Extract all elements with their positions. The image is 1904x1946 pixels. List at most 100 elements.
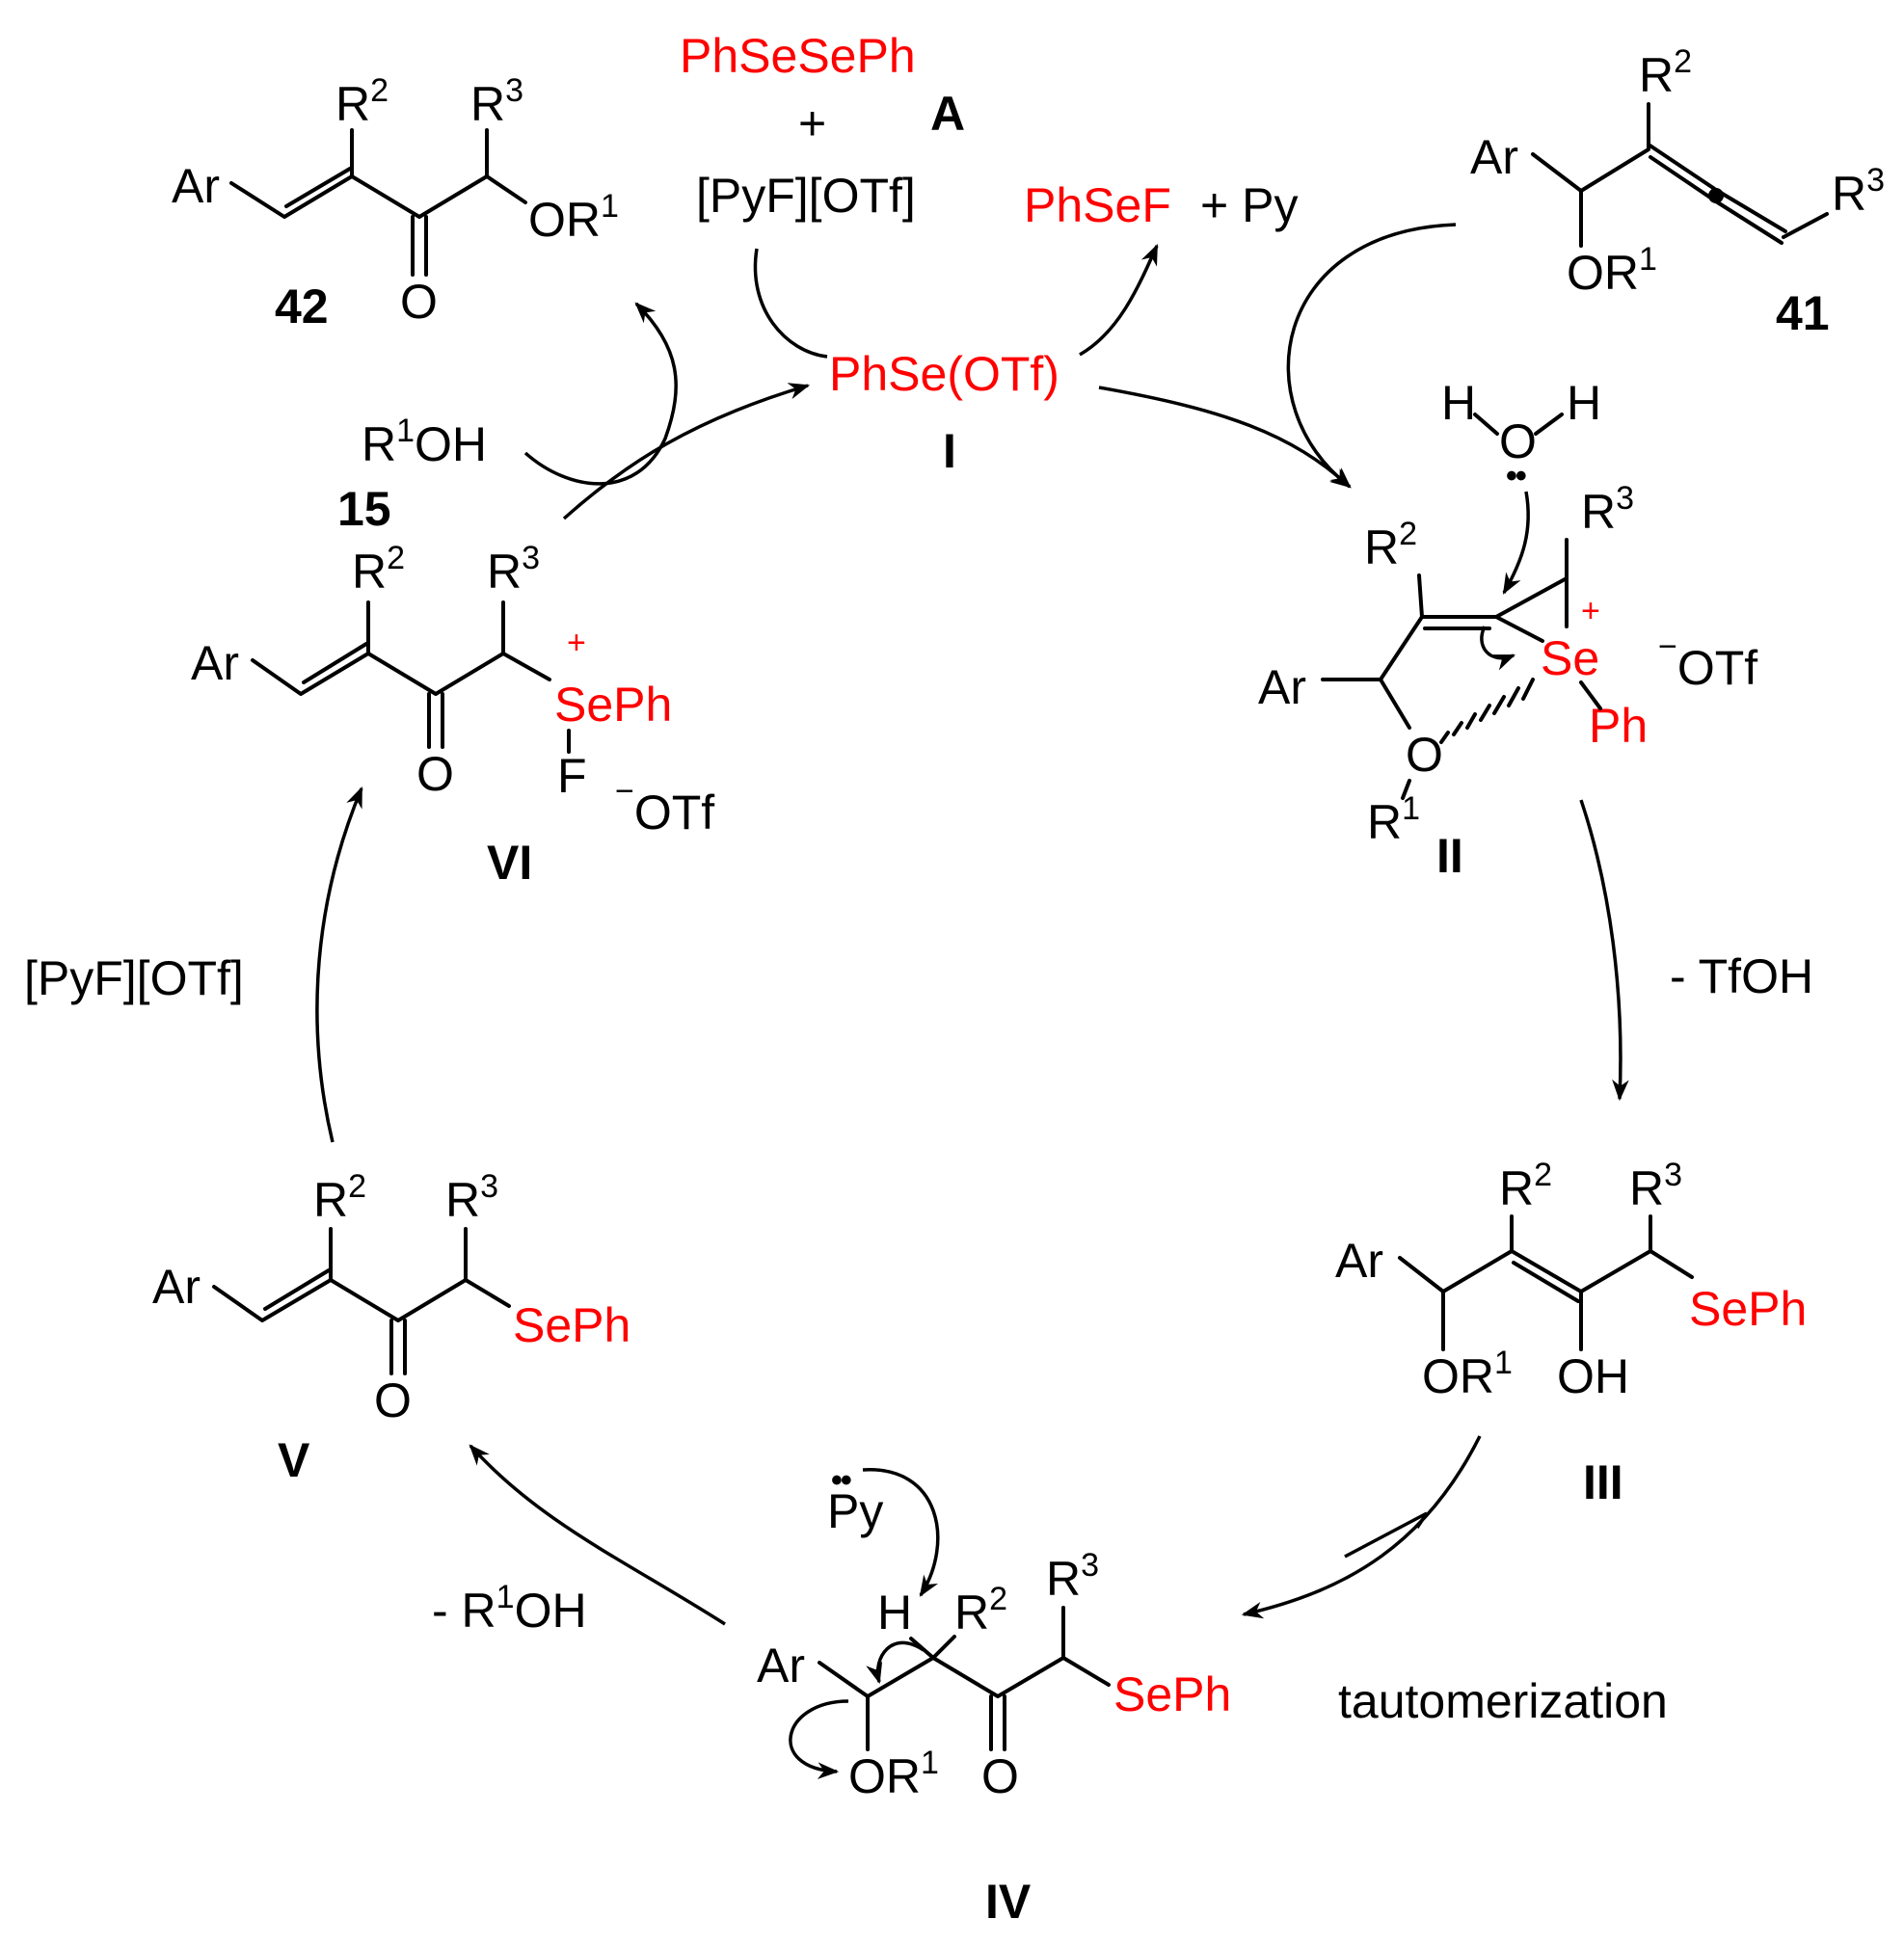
se-plus-charge: + — [1581, 593, 1600, 629]
svg-text:R2: R2 — [335, 72, 389, 131]
r2-text: R — [335, 77, 370, 131]
backbone-bonds — [1531, 102, 1650, 193]
seph-text: SePh — [554, 678, 672, 732]
arrow-41-to-II — [1286, 223, 1457, 489]
seleniranium-ring-bonds — [1494, 576, 1569, 643]
r2-text: R — [954, 1586, 989, 1639]
carbonyl-double-bond — [411, 215, 428, 277]
water-lone-pair: •• — [1506, 458, 1526, 494]
r2-text: R — [1639, 48, 1674, 102]
equilibrium-harpoon-tip — [1415, 1512, 1429, 1529]
step-IV-V-r: - R — [432, 1584, 496, 1638]
electron-push-arrow — [1480, 626, 1516, 671]
svg-text:OR1: OR1 — [1567, 241, 1657, 300]
seph-text: SePh — [1113, 1667, 1231, 1721]
alkene-double-bond — [302, 642, 368, 684]
carbonyl-o-text: O — [416, 747, 454, 801]
water-h2: H — [1567, 376, 1601, 430]
backbone-bonds — [1398, 1249, 1694, 1293]
se-text: Se — [1541, 631, 1599, 685]
backbone-bonds — [1321, 538, 1569, 681]
c-o-bond — [1379, 678, 1411, 730]
svg-text:R3: R3 — [1629, 1157, 1682, 1215]
hashed-o-se-bond — [1439, 678, 1535, 744]
svg-text:R2: R2 — [352, 540, 405, 599]
carbonyl-o-text: O — [374, 1373, 412, 1427]
r2-text: R — [1364, 520, 1399, 574]
r2-text: R — [1499, 1161, 1534, 1215]
step-III-IV-label: tautomerization — [1338, 1674, 1668, 1728]
label-42: 42 — [275, 280, 329, 333]
intermediate-III: R2 R3 Ar SePh OR1 OH III — [1335, 1157, 1807, 1509]
arrow-V-to-VI — [315, 786, 363, 1143]
svg-text:R1: R1 — [1367, 790, 1420, 849]
label-A: A — [930, 87, 965, 141]
svg-text:R2: R2 — [1499, 1157, 1552, 1215]
label-II: II — [1436, 829, 1463, 883]
alkene-double-bond — [263, 1268, 331, 1311]
f-text: F — [557, 749, 587, 803]
intermediate-V: R2 R3 Ar SePh O V — [152, 1168, 630, 1487]
arrow-VI-to-I — [562, 383, 811, 520]
ar-text: Ar — [757, 1639, 805, 1693]
backbone-bonds — [229, 174, 527, 219]
svg-text:R2: R2 — [954, 1581, 1007, 1639]
or1-text: OR — [1422, 1349, 1494, 1403]
svg-text:R3: R3 — [470, 72, 523, 131]
otf-minus: − — [1658, 628, 1677, 665]
r3-text: R — [487, 545, 522, 599]
svg-text:R2: R2 — [1639, 43, 1692, 102]
water-bonds — [1473, 413, 1564, 436]
svg-text:−OTf: −OTf — [615, 773, 714, 840]
label-V: V — [278, 1433, 310, 1487]
water-h1: H — [1441, 376, 1476, 430]
svg-text:R3: R3 — [1046, 1547, 1099, 1606]
backbone-bonds — [212, 1278, 511, 1322]
r3-text: R — [1581, 485, 1616, 539]
intermediate-IV: •• Py H R2 R3 Ar SePh OR1 O IV — [757, 1462, 1231, 1929]
step-II-III-label: - TfOH — [1670, 949, 1813, 1003]
ar-text: Ar — [1335, 1234, 1383, 1288]
pyf-otf-text: [PyF][OTf] — [696, 169, 916, 223]
or1-text: OR — [1567, 246, 1639, 300]
or1-text: OR — [848, 1749, 921, 1803]
arrow-15-to-42 — [523, 302, 678, 486]
backbone-bonds — [818, 1656, 1111, 1698]
compound-42: Ar R2 R3 OR1 O 42 — [172, 72, 619, 333]
svg-text:R1OH: R1OH — [362, 413, 487, 471]
arrow-III-to-IV — [1241, 1435, 1482, 1619]
phsef-text: PhSeF — [1024, 178, 1171, 232]
se-plus-charge: + — [567, 625, 586, 661]
ar-text: Ar — [152, 1260, 201, 1314]
py-text: Py — [827, 1484, 883, 1538]
r3-bond — [1782, 212, 1829, 239]
svg-text:R2: R2 — [1364, 516, 1417, 574]
catalyst-I: PhSe(OTf) I — [829, 347, 1059, 478]
r-text: R — [362, 417, 396, 471]
otf-text: OTf — [1677, 641, 1757, 695]
label-III: III — [1583, 1455, 1623, 1509]
label-41: 41 — [1776, 286, 1830, 340]
py-lone-pair: •• — [831, 1462, 851, 1499]
r3-text: R — [470, 77, 505, 131]
allene-center-dot — [1708, 188, 1724, 203]
svg-text:OR1: OR1 — [848, 1745, 939, 1803]
equilibrium-harpoon — [1344, 1511, 1428, 1559]
svg-text:- R1OH: - R1OH — [432, 1579, 587, 1638]
se-ph-bond — [1579, 680, 1602, 710]
label-IV: IV — [985, 1875, 1032, 1929]
otf-text: OTf — [634, 786, 714, 840]
compound-41: Ar R2 R3 OR1 41 — [1470, 43, 1885, 340]
oh-text: OH — [1557, 1349, 1629, 1403]
carbonyl-o-text: O — [400, 275, 438, 329]
ar-text: Ar — [191, 636, 239, 690]
or1-leaving-arrow — [789, 1699, 849, 1779]
substituent-bonds — [329, 1227, 468, 1282]
water-attack-arrow — [1502, 491, 1530, 595]
svg-text:R3: R3 — [1832, 162, 1885, 221]
r3-text: R — [445, 1173, 480, 1227]
svg-text:R2: R2 — [313, 1168, 366, 1227]
ar-text: Ar — [1470, 130, 1518, 184]
o-r1-bond — [1401, 779, 1411, 800]
arrow-I-to-phsef — [1079, 243, 1159, 357]
